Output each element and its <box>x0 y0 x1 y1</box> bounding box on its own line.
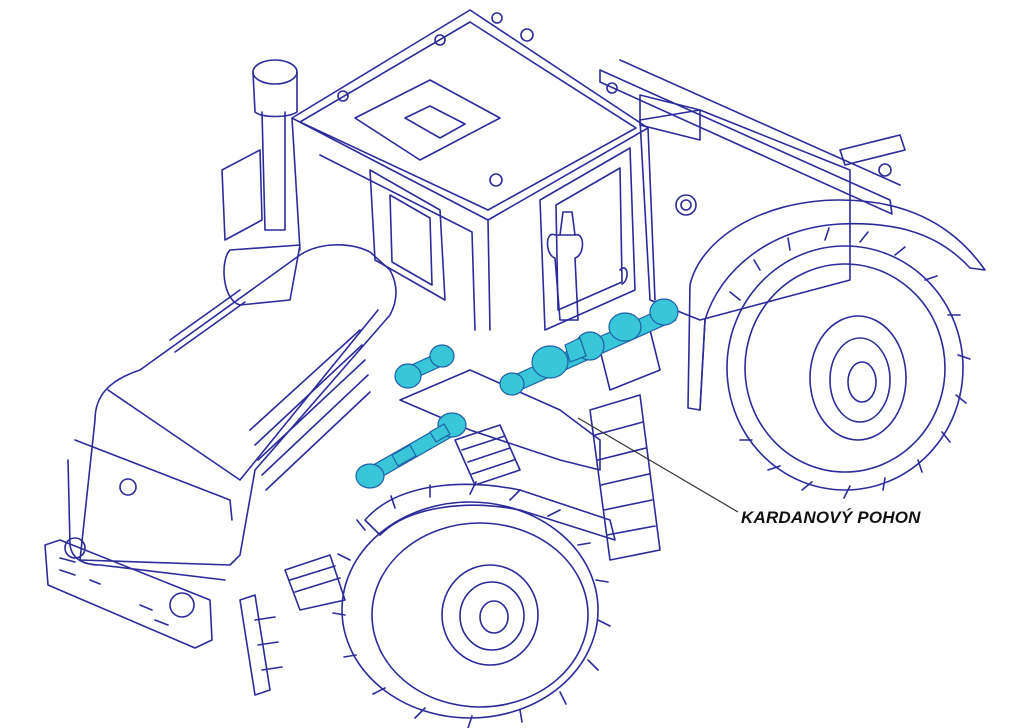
cardan-shaft-mid <box>394 344 455 389</box>
engine-hood <box>67 244 397 581</box>
rear-hitch <box>599 59 906 215</box>
tractor-line-art <box>44 9 986 728</box>
leader-line <box>577 417 739 513</box>
cab <box>291 9 656 331</box>
cardan-shafts <box>355 298 679 489</box>
front-wheel <box>332 481 611 728</box>
front-bumper <box>44 537 213 649</box>
center-frame <box>399 329 661 561</box>
rear-fender <box>687 199 986 411</box>
rear-right-wheel <box>726 227 971 499</box>
cardan-shaft-rear <box>499 298 679 396</box>
callout-label: KARDANOVÝ POHON <box>741 508 921 527</box>
front-fender <box>364 483 616 541</box>
left-steps <box>239 594 283 696</box>
air-intake <box>221 59 301 306</box>
cardan-shaft-front <box>355 412 467 489</box>
